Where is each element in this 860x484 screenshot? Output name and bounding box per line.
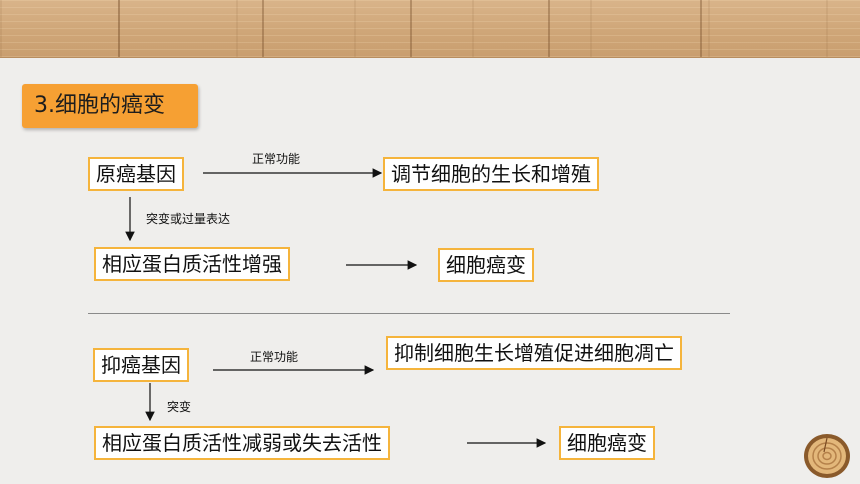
wood-header-banner (0, 0, 860, 58)
plank-seam (262, 0, 264, 57)
tree-stump-icon (804, 434, 850, 478)
bottom-normal-function-label: 正常功能 (250, 350, 299, 364)
top-normal-result-box: 调节细胞的生长和增殖 (383, 157, 599, 191)
top-protein-box: 相应蛋白质活性增强 (94, 247, 290, 281)
plank-seam (118, 0, 120, 57)
bottom-protein-box: 相应蛋白质活性减弱或失去活性 (94, 426, 390, 460)
bottom-outcome-box: 细胞癌变 (559, 426, 655, 460)
proto-oncogene-box: 原癌基因 (88, 157, 184, 191)
top-mutation-label: 突变或过量表达 (146, 212, 231, 226)
plank-seam (548, 0, 550, 57)
plank-seam (410, 0, 412, 57)
tumor-suppressor-gene-box: 抑癌基因 (93, 348, 189, 382)
bottom-normal-result-box: 抑制细胞生长增殖促进细胞凋亡 (386, 336, 682, 370)
section-title: 3.细胞的癌变 (22, 84, 198, 128)
section-divider (88, 313, 730, 314)
top-outcome-box: 细胞癌变 (438, 248, 534, 282)
plank-seam (700, 0, 702, 57)
bottom-mutation-label: 突变 (167, 400, 192, 414)
top-normal-function-label: 正常功能 (252, 152, 301, 166)
